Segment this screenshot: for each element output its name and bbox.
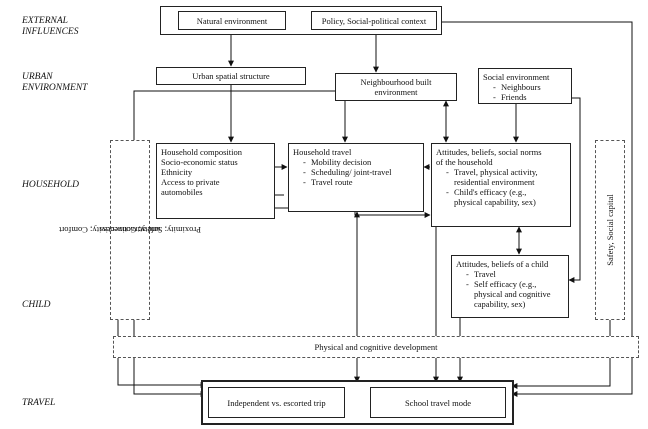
household-composition-box: Household composition Socio-economic sta… — [156, 143, 275, 219]
child-attitudes-item: Travel — [466, 269, 564, 279]
household-travel-item: Travel route — [303, 177, 419, 187]
tier-label-child: CHILD — [22, 300, 51, 310]
social-environment-item: Friends — [493, 92, 567, 102]
urban-spatial-structure-box: Urban spatial structure — [156, 67, 306, 85]
social-environment-title: Social environment — [483, 72, 550, 82]
household-travel-item: Mobility decision — [303, 157, 419, 167]
arrow-external-to-school-mode — [441, 21, 633, 397]
tier-label-travel: TRAVEL — [22, 398, 56, 408]
household-attitudes-list: Travel, physical activity, residential e… — [436, 167, 566, 207]
built-environment-qualities-band: Proximity; Safety; Connectivity; Comfort… — [59, 140, 201, 320]
household-attitudes-item: Travel, physical activity, residential e… — [446, 167, 566, 187]
school-travel-mode-box: School travel mode — [370, 387, 506, 418]
social-environment-box: Social environment Neighbours Friends — [478, 68, 572, 104]
household-travel-box: Household travel Mobility decision Sched… — [288, 143, 424, 212]
physical-cognitive-development-band: Physical and cognitive development — [113, 336, 639, 358]
household-travel-title: Household travel — [293, 147, 352, 157]
household-attitudes-item: Child's efficacy (e.g., physical capabil… — [446, 187, 566, 207]
social-environment-item: Neighbours — [493, 82, 567, 92]
child-attitudes-box: Attitudes, beliefs of a child Travel Sel… — [451, 255, 569, 318]
social-capital-band: Safety, Social capital — [595, 140, 625, 320]
neighbourhood-built-environment-box: Neighbourhood built environment — [335, 73, 457, 101]
household-travel-item: Scheduling/ joint-travel — [303, 167, 419, 177]
household-attitudes-box: Attitudes, beliefs, social norms of the … — [431, 143, 571, 227]
child-attitudes-item: Self efficacy (e.g., physical and cognit… — [466, 279, 564, 309]
tier-label-household: HOUSEHOLD — [22, 180, 79, 190]
tier-label-external: EXTERNAL INFLUENCES — [22, 16, 79, 37]
policy-context-box: Policy, Social-political context — [311, 11, 437, 30]
child-attitudes-list: Travel Self efficacy (e.g., physical and… — [456, 269, 564, 309]
arrow-social-env-to-child — [568, 97, 581, 283]
natural-environment-box: Natural environment — [178, 11, 286, 30]
child-attitudes-title: Attitudes, beliefs of a child — [456, 259, 549, 269]
household-travel-list: Mobility decision Scheduling/ joint-trav… — [293, 157, 419, 187]
tier-label-urban: URBAN ENVIRONMENT — [22, 72, 88, 93]
independent-escorted-trip-box: Independent vs. escorted trip — [208, 387, 345, 418]
social-environment-list: Neighbours Friends — [483, 82, 567, 102]
